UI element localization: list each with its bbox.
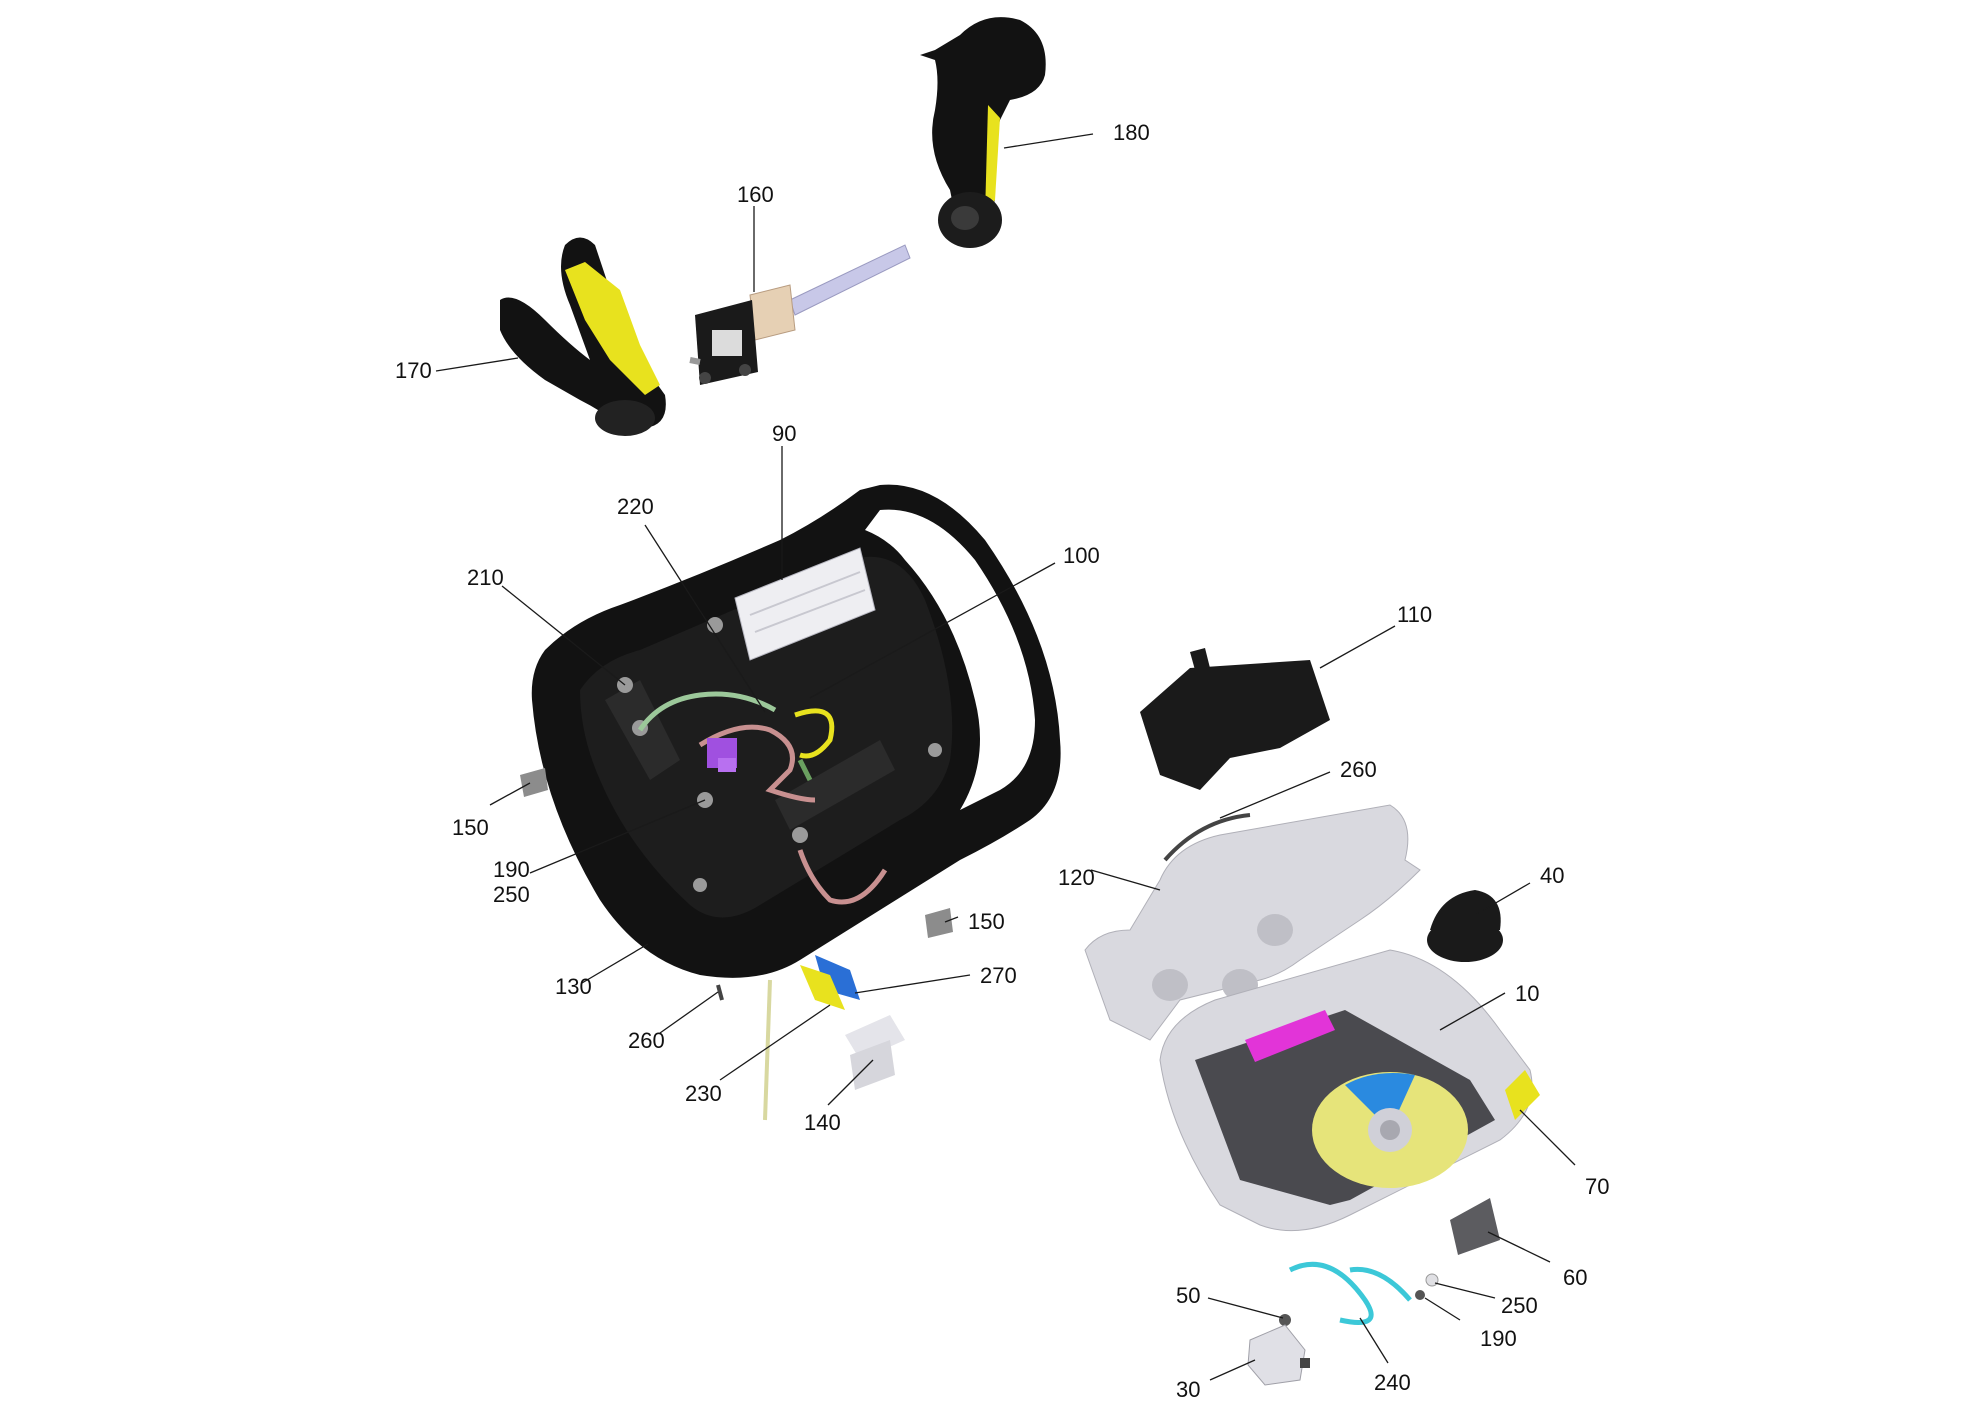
callout-130: 130	[555, 974, 592, 999]
part-40-knob	[1427, 890, 1503, 962]
callout-180: 180	[1113, 120, 1150, 145]
part-180-right-grip	[920, 17, 1046, 248]
callout-10: 10	[1515, 981, 1539, 1006]
part-170-left-grip	[500, 237, 666, 436]
callout-190-right: 190	[1480, 1326, 1517, 1351]
callout-100: 100	[1063, 543, 1100, 568]
part-240-tube	[1288, 1261, 1412, 1325]
callout-160: 160	[737, 182, 774, 207]
part-110-cover	[1140, 648, 1330, 790]
callout-270: 270	[980, 963, 1017, 988]
part-60-label	[1450, 1198, 1500, 1255]
part-50-screw	[1279, 1314, 1291, 1326]
part-10-control-panel	[1159, 949, 1533, 1232]
callout-170: 170	[395, 358, 432, 383]
part-130-main-housing	[531, 484, 1061, 978]
callout-90: 90	[772, 421, 796, 446]
callout-150-right: 150	[968, 909, 1005, 934]
part-70-yellow-tab	[1505, 1070, 1540, 1120]
part-260-screw-left	[716, 984, 724, 1001]
part-160-shaft-assembly	[689, 244, 911, 385]
callout-labels: 180 160 170 90 220 100 210 110 260 150 1…	[395, 120, 1609, 1402]
part-270-230-connectors	[763, 955, 860, 1121]
callout-250-right: 250	[1501, 1293, 1538, 1318]
callout-260-lower: 260	[628, 1028, 665, 1053]
callout-250-left: 250	[493, 882, 530, 907]
callout-150-left: 150	[452, 815, 489, 840]
callout-60: 60	[1563, 1265, 1587, 1290]
part-150-clip-left	[520, 768, 548, 797]
wiring	[637, 691, 888, 905]
callout-50: 50	[1176, 1283, 1200, 1308]
callout-110: 110	[1397, 602, 1432, 627]
callout-120: 120	[1058, 865, 1095, 890]
callout-30: 30	[1176, 1377, 1200, 1402]
callout-210: 210	[467, 565, 504, 590]
callout-190-left: 190	[493, 857, 530, 882]
part-140-plug	[845, 1015, 905, 1090]
part-30-switch	[1247, 1324, 1310, 1386]
callout-220: 220	[617, 494, 654, 519]
callout-260-upper: 260	[1340, 757, 1377, 782]
callout-40: 40	[1540, 863, 1564, 888]
leader-lines	[435, 133, 1576, 1381]
callout-230: 230	[685, 1081, 722, 1106]
part-120-light-housing	[1084, 804, 1421, 1041]
callout-140: 140	[804, 1110, 841, 1135]
callout-240: 240	[1374, 1370, 1411, 1395]
part-150-clip-right	[925, 908, 953, 938]
callout-70: 70	[1585, 1174, 1609, 1199]
part-250-190-washers	[1415, 1273, 1439, 1300]
part-90-circuit-board	[734, 547, 876, 661]
